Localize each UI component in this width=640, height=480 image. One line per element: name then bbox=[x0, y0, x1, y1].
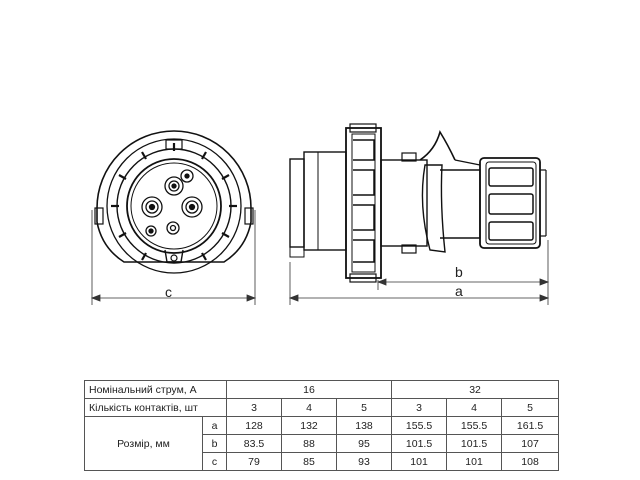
contacts-cell: 3 bbox=[391, 398, 448, 417]
size-cell: 138 bbox=[335, 416, 393, 435]
dim-label: b bbox=[202, 434, 227, 453]
current-16: 16 bbox=[225, 380, 393, 399]
contacts-cell: 5 bbox=[501, 398, 560, 417]
size-cell: 107 bbox=[501, 434, 560, 453]
front-view bbox=[94, 130, 254, 274]
technical-drawing: c bbox=[90, 123, 550, 305]
size-cell: 79 bbox=[226, 452, 282, 471]
dimension-a-label: a bbox=[455, 283, 463, 299]
contacts-cell: 5 bbox=[335, 398, 393, 417]
dimension-c bbox=[90, 210, 257, 305]
size-cell: 93 bbox=[335, 452, 393, 471]
dimension-c-label: c bbox=[165, 284, 172, 300]
current-32: 32 bbox=[391, 380, 560, 399]
size-cell: 108 bbox=[501, 452, 560, 471]
table-row-contacts: Кількість контактів, шт 3 4 5 3 4 5 bbox=[84, 398, 560, 417]
table-row-c: c 79 85 93 101 101 108 bbox=[85, 452, 560, 471]
dim-label: a bbox=[202, 416, 227, 435]
table-row-b: b 83.5 88 95 101.5 101.5 107 bbox=[85, 434, 560, 453]
size-cell: 132 bbox=[281, 416, 337, 435]
contacts-label: Кількість контактів, шт bbox=[84, 398, 227, 417]
table-row-current: Номінальний струм, А 16 32 bbox=[84, 380, 560, 399]
current-label: Номінальний струм, А bbox=[84, 380, 227, 399]
size-cell: 155.5 bbox=[391, 416, 448, 435]
dimension-a bbox=[288, 262, 550, 305]
size-cell: 161.5 bbox=[501, 416, 560, 435]
dim-label: c bbox=[202, 452, 227, 471]
contacts-cell: 4 bbox=[446, 398, 503, 417]
dimension-b bbox=[376, 240, 550, 305]
spec-table: Номінальний струм, А 16 32 Кількість кон… bbox=[84, 380, 560, 471]
dimension-b-label: b bbox=[455, 264, 463, 280]
table-row-a: Розмір, мм a 128 132 138 155.5 155.5 161… bbox=[84, 416, 560, 471]
size-cell: 128 bbox=[226, 416, 282, 435]
size-cell: 101.5 bbox=[391, 434, 448, 453]
side-view bbox=[289, 123, 547, 283]
size-cell: 101 bbox=[391, 452, 448, 471]
contacts-cell: 4 bbox=[281, 398, 337, 417]
size-cell: 155.5 bbox=[446, 416, 503, 435]
size-cell: 101.5 bbox=[446, 434, 503, 453]
size-cell: 88 bbox=[281, 434, 337, 453]
size-cell: 95 bbox=[335, 434, 393, 453]
size-cell: 83.5 bbox=[226, 434, 282, 453]
size-cell: 101 bbox=[446, 452, 503, 471]
size-cell: 85 bbox=[281, 452, 337, 471]
size-label: Розмір, мм bbox=[84, 416, 203, 471]
contacts-cell: 3 bbox=[226, 398, 282, 417]
